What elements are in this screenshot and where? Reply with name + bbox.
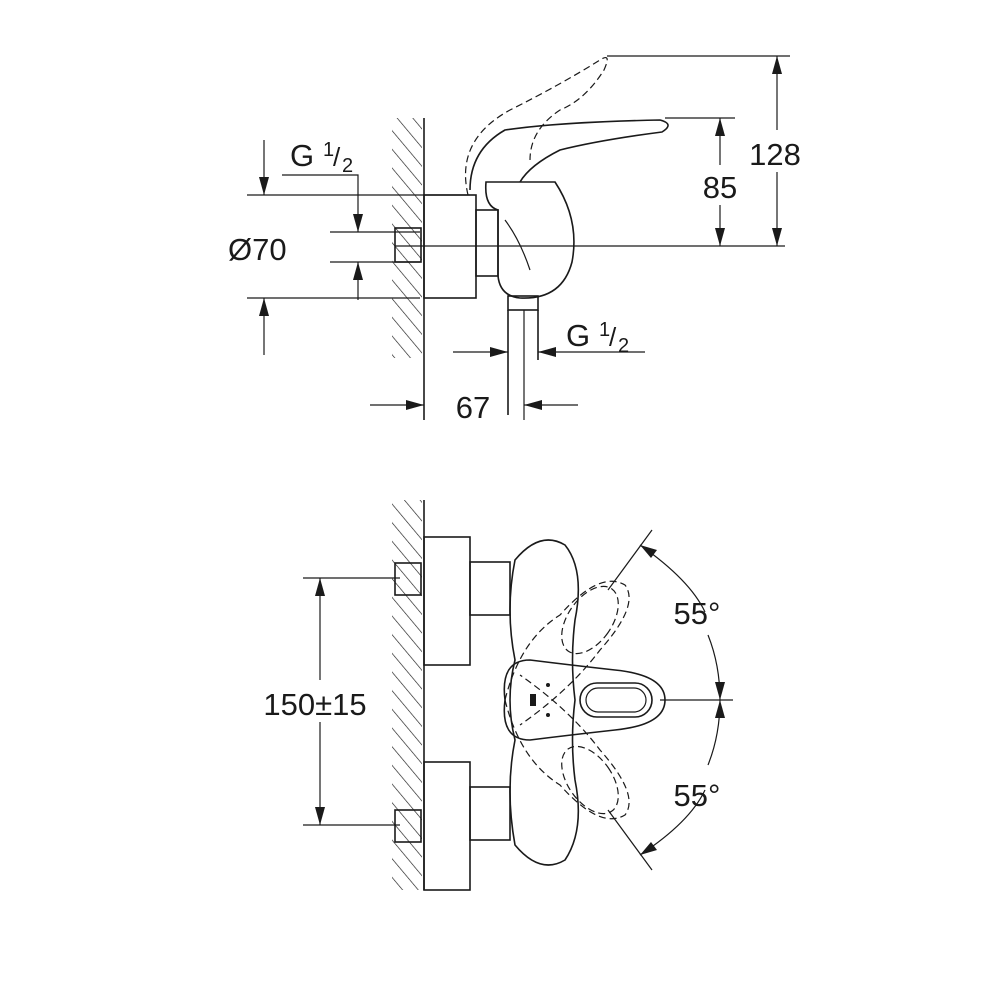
lever-handle [469,119,669,191]
svg-text:G: G [290,138,314,173]
outlet-thread-label: G 1 / 2 [566,318,629,357]
angle-down-label: 55° [674,778,721,813]
upper-escutcheon [423,536,471,666]
svg-text:2: 2 [342,155,353,177]
projection-67-label: 67 [456,390,490,425]
centers-label: 150±15 [263,687,366,722]
svg-text:1: 1 [599,319,610,341]
svg-text:/: / [609,322,617,352]
upper-stub [469,561,511,616]
outlet-nut [507,295,539,311]
lower-escutcheon [423,761,471,891]
lower-connector [394,809,422,843]
valve-body [484,181,575,299]
svg-text:G: G [566,318,590,353]
lever-grip [579,682,653,718]
svg-text:2: 2 [618,335,629,357]
wall-hatch [392,500,422,890]
lever-right-position [504,674,630,820]
svg-text:1: 1 [323,139,334,161]
lower-stub [469,786,511,841]
lever-left-position [504,580,630,726]
height-85-label: 85 [703,170,737,205]
top-view: 150±15 55° 55° [263,500,733,891]
inlet-thread-label: G 1 / 2 [290,138,353,177]
lever-handle [503,659,666,741]
body-neck [475,209,499,277]
lever-raised-position [464,57,608,196]
svg-text:/: / [333,142,341,172]
indicator-mark [530,694,536,706]
diameter-label: Ø70 [228,232,287,267]
side-view: Ø70 G 1 / 2 85 128 G 1 [228,55,801,425]
valve-body [509,539,580,866]
wall-hatch [392,118,422,358]
upper-connector [394,562,422,596]
angle-up-label: 55° [674,596,721,631]
height-128-label: 128 [749,137,801,172]
